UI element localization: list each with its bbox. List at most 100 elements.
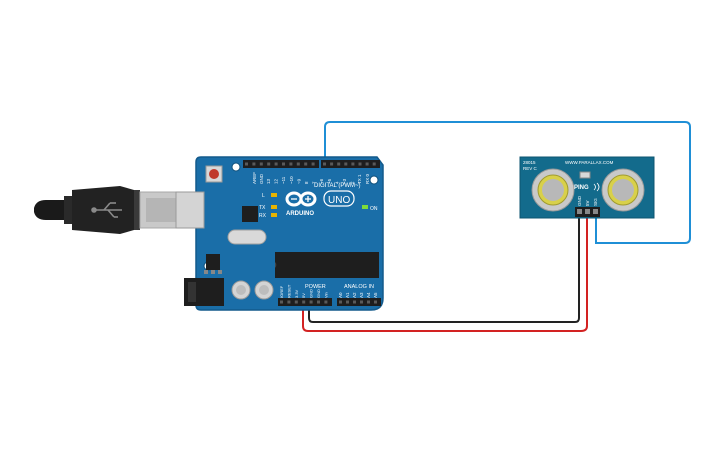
digital-pin-label: RX 0 xyxy=(365,173,370,184)
power-pin-label: GND xyxy=(309,289,314,298)
usb-port xyxy=(175,191,205,229)
digital-pin-label: 13 xyxy=(266,178,271,184)
header-pin[interactable] xyxy=(337,162,341,166)
capacitor-2 xyxy=(254,280,274,300)
sensor-part-label: 28015 xyxy=(523,160,536,165)
analog-pin-label: A1 xyxy=(345,292,350,298)
header-pin[interactable] xyxy=(330,162,334,166)
analog-label: ANALOG IN xyxy=(344,284,374,290)
header-pin[interactable] xyxy=(304,162,308,166)
led-l xyxy=(271,193,277,197)
digital-pin-label: 8 xyxy=(304,181,309,184)
header-pin[interactable] xyxy=(324,300,328,304)
header-pin[interactable] xyxy=(309,300,313,304)
header-pin[interactable] xyxy=(339,300,342,304)
signal-wire[interactable] xyxy=(324,121,691,244)
sensor-pin-label: 5V xyxy=(585,200,590,206)
power-jack xyxy=(184,278,224,306)
power-pin-label: 5V xyxy=(301,293,306,298)
led-tx xyxy=(271,205,277,209)
arduino-logo-icon xyxy=(285,191,317,207)
power-pin-label: GND xyxy=(316,289,321,298)
header-pin[interactable] xyxy=(346,300,349,304)
power-pin-label: IOREF xyxy=(279,285,284,298)
header-pin[interactable] xyxy=(289,162,293,166)
led-rx-label: RX xyxy=(259,213,267,219)
header-pin[interactable] xyxy=(353,300,356,304)
digital-pin-label: 4 xyxy=(334,181,339,184)
header-pin[interactable] xyxy=(296,162,300,166)
power-label: POWER xyxy=(305,284,326,290)
header-pin[interactable] xyxy=(323,162,326,166)
sensor-website-label: WWW.PARALLAX.COM xyxy=(565,160,614,165)
header-pin[interactable] xyxy=(358,162,362,166)
transducer-left xyxy=(531,168,575,212)
microcontroller-chip xyxy=(275,252,379,278)
sensor-led xyxy=(579,171,591,179)
header-pin[interactable] xyxy=(351,162,355,166)
aref-pin-label: AREF xyxy=(252,172,257,184)
digital-pin-label: 12 xyxy=(274,178,279,184)
header-pin[interactable] xyxy=(372,162,376,166)
header-pin[interactable] xyxy=(294,300,298,304)
header-pin[interactable] xyxy=(365,162,369,166)
header-pin[interactable] xyxy=(367,300,370,304)
sound-wave-icon xyxy=(593,182,600,192)
capacitor-1 xyxy=(231,280,251,300)
header-pin[interactable] xyxy=(287,300,291,304)
digital-header-left xyxy=(243,160,319,168)
header-pin[interactable] xyxy=(252,162,256,166)
model-label: UNO xyxy=(328,195,350,206)
led-rx xyxy=(271,213,277,217)
digital-pin-label: ~5 xyxy=(327,178,332,184)
header-pin[interactable] xyxy=(360,300,363,304)
sensor-name-label: PING xyxy=(574,185,589,191)
digital-label: DIGITAL (PWM~) xyxy=(314,183,361,189)
analog-pin-label: A3 xyxy=(359,292,364,298)
ground-wire[interactable] xyxy=(308,216,580,323)
digital-pin-label: ~11 xyxy=(281,176,286,184)
digital-pin-label: ~9 xyxy=(296,178,301,184)
power-pin-label: 3.3V xyxy=(294,289,299,298)
header-pin[interactable] xyxy=(282,162,285,166)
analog-pin-label: A5 xyxy=(373,292,378,298)
digital-pin-label: ~10 xyxy=(289,176,294,184)
digital-pin-label: 7 xyxy=(312,181,317,184)
model-badge xyxy=(323,190,355,207)
header-pin[interactable] xyxy=(245,162,248,166)
header-pin[interactable] xyxy=(259,162,263,166)
sensor-pin-label: GND xyxy=(577,195,582,206)
usb-chip xyxy=(242,206,258,222)
header-pin[interactable] xyxy=(311,162,315,166)
digital-pin-label: TX 1 xyxy=(357,174,362,184)
digital-header-right xyxy=(321,160,380,168)
sensor-rev-label: REV C xyxy=(523,166,538,171)
power-pin-label: Vin xyxy=(323,292,328,298)
analog-pin-label: A4 xyxy=(366,292,371,298)
crystal xyxy=(227,229,267,245)
digital-pin-label: ~3 xyxy=(342,178,347,184)
header-pin[interactable] xyxy=(267,162,271,166)
gnd-pin-label: GND xyxy=(259,173,264,184)
usb-cable xyxy=(34,186,177,234)
digital-pin-label: 2 xyxy=(350,181,355,184)
analog-header xyxy=(337,298,381,306)
led-tx-label: TX xyxy=(259,205,266,211)
header-pin[interactable] xyxy=(280,300,283,304)
reset-button[interactable] xyxy=(205,165,223,183)
header-pin[interactable] xyxy=(317,300,320,304)
sensor-pin-label: SIG xyxy=(593,198,598,206)
led-on xyxy=(362,205,368,209)
header-pin[interactable] xyxy=(344,162,348,166)
digital-pin-label: ~6 xyxy=(319,178,324,184)
voltage-regulator xyxy=(206,254,220,270)
brand-label: ARDUINO xyxy=(286,211,314,217)
power-wire[interactable] xyxy=(302,216,588,332)
header-pin[interactable] xyxy=(374,300,377,304)
header-pin[interactable] xyxy=(274,162,278,166)
header-pin[interactable] xyxy=(302,300,306,304)
analog-pin-label: A0 xyxy=(338,292,343,298)
